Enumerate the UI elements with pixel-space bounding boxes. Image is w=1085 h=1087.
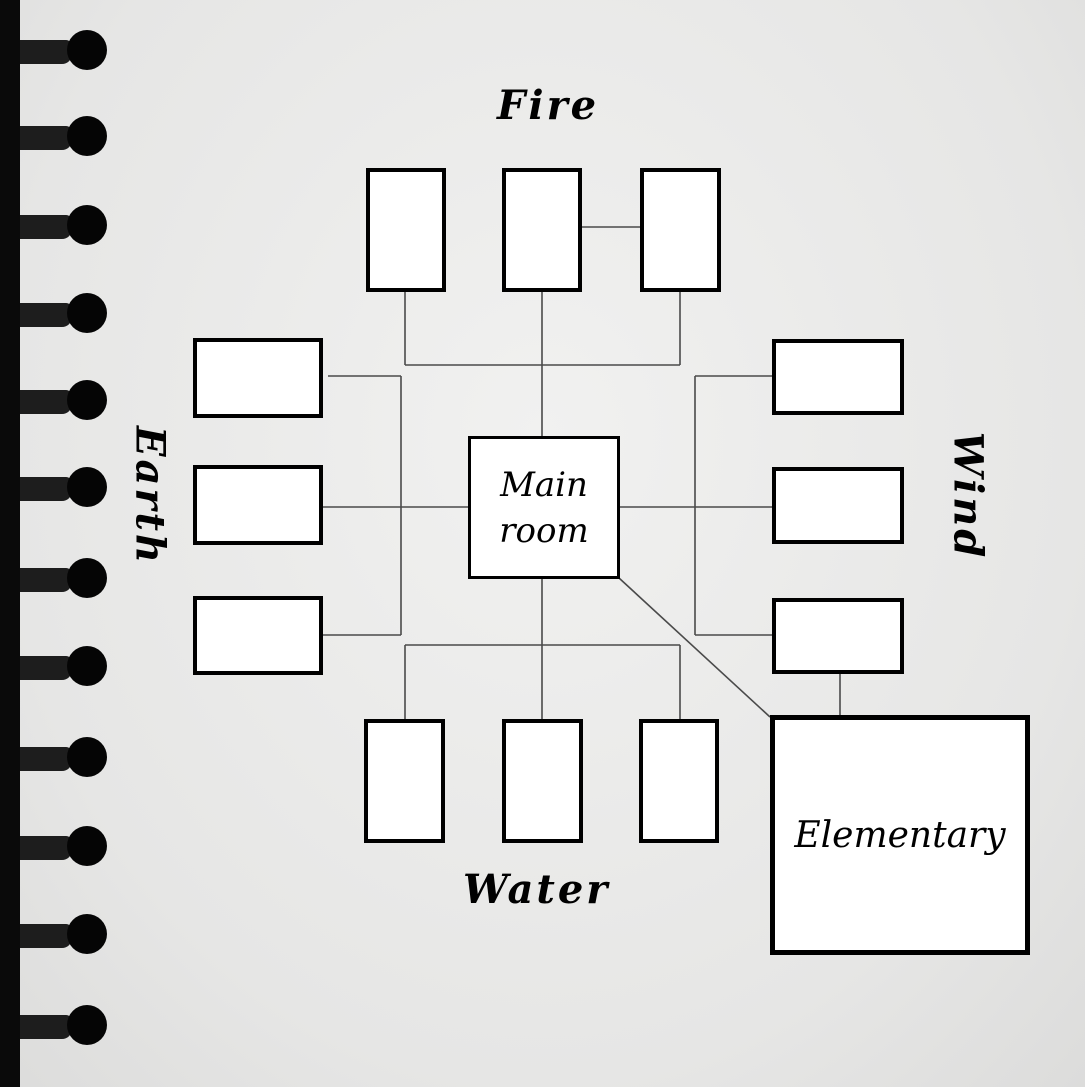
binder-ring xyxy=(20,737,108,783)
binder-ring xyxy=(20,293,108,339)
binder-hole-icon xyxy=(67,1005,107,1045)
binder-hole-icon xyxy=(67,205,107,245)
binder-ring xyxy=(20,30,108,76)
binder-hole-icon xyxy=(67,30,107,70)
wind-label: Wind xyxy=(944,431,992,561)
binder-ring xyxy=(20,914,108,960)
binder-ring xyxy=(20,1005,108,1051)
main-room: Main room xyxy=(468,436,620,579)
binder-ring xyxy=(20,467,108,513)
binder-hole-icon xyxy=(67,293,107,333)
binder-ring xyxy=(20,116,108,162)
binder-hole-icon xyxy=(67,646,107,686)
binder-hole-icon xyxy=(67,467,107,507)
binder-hole-icon xyxy=(67,826,107,866)
earth-room-3 xyxy=(193,596,323,675)
water-room-3 xyxy=(639,719,719,843)
water-room-2 xyxy=(502,719,583,843)
connector-line xyxy=(618,577,771,718)
main-room-label-line1: Main xyxy=(500,464,588,505)
binder-hole-icon xyxy=(67,380,107,420)
notebook-spine xyxy=(0,0,20,1087)
fire-label: Fire xyxy=(497,82,600,129)
binder-hole-icon xyxy=(67,116,107,156)
binder-ring xyxy=(20,646,108,692)
binder-hole-icon xyxy=(67,558,107,598)
water-room-1 xyxy=(364,719,445,843)
binder-ring xyxy=(20,205,108,251)
fire-room-3 xyxy=(640,168,721,292)
elementary-label: Elementary xyxy=(794,814,1006,856)
earth-room-2 xyxy=(193,465,323,545)
water-label: Water xyxy=(463,866,611,913)
earth-label: Earth xyxy=(126,425,174,567)
binder-hole-icon xyxy=(67,914,107,954)
wind-room-1 xyxy=(772,339,904,415)
wind-room-2 xyxy=(772,467,904,544)
binder-ring xyxy=(20,558,108,604)
earth-room-1 xyxy=(193,338,323,418)
fire-room-1 xyxy=(366,168,446,292)
elementary-room: Elementary xyxy=(770,715,1030,955)
binder-ring xyxy=(20,826,108,872)
main-room-label-line2: room xyxy=(499,510,589,551)
fire-room-2 xyxy=(502,168,582,292)
wind-room-3 xyxy=(772,598,904,674)
binder-hole-icon xyxy=(67,737,107,777)
binder-ring xyxy=(20,380,108,426)
